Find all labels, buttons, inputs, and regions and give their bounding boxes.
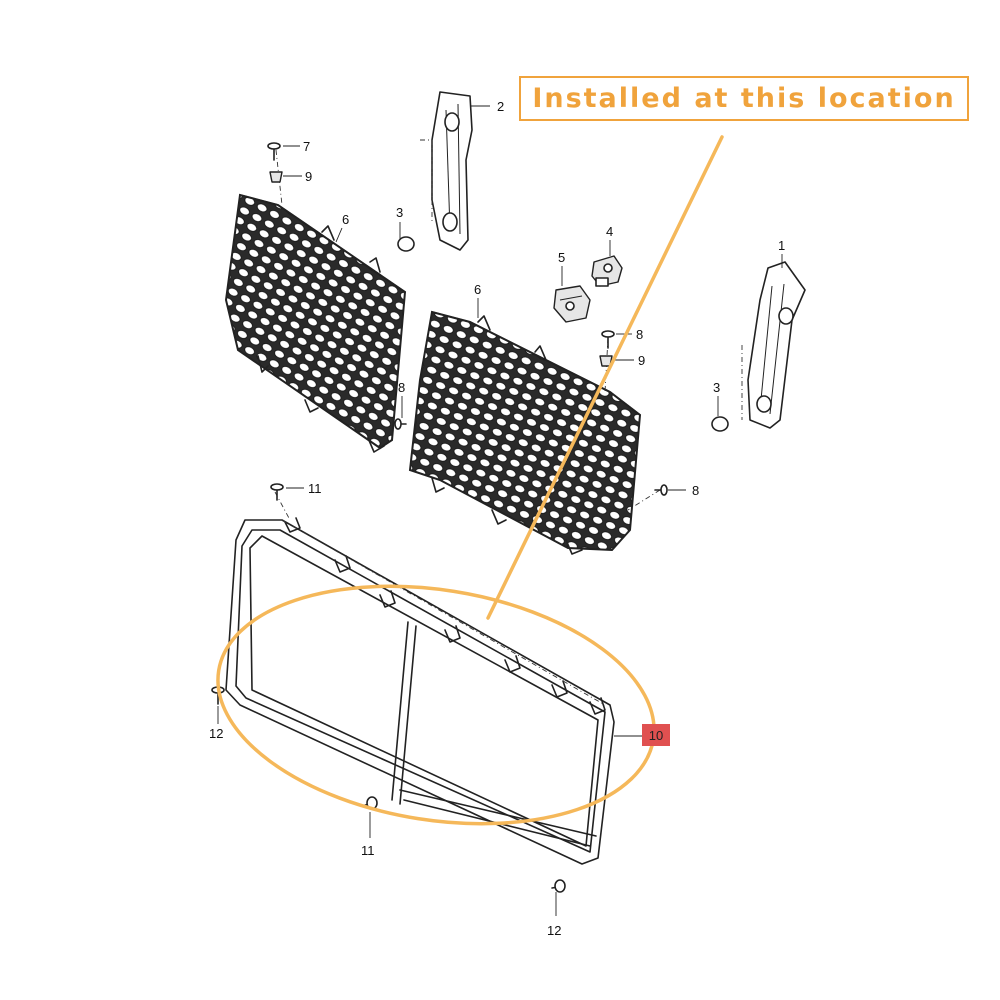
upper-trim-strip [431,91,473,251]
clip-3-upper [397,236,415,252]
right-trim-strip [747,261,806,429]
label-4: 4 [606,224,613,239]
label-7: 6 [342,212,349,227]
clip-9-top-left [269,171,283,183]
label-5: 5 [558,250,565,265]
label-3b: 3 [713,380,720,395]
label-8b: 8 [636,327,643,342]
label-9b: 9 [638,353,645,368]
label-11b: 11 [361,843,375,858]
label-3a: 3 [396,205,403,220]
label-8d: 8 [692,483,699,498]
bracket-part [553,285,591,323]
label-6: 6 [474,282,481,297]
screw-8-mid-right [601,330,615,349]
label-1: 1 [778,238,785,253]
left-mesh-grille [224,193,407,453]
sensor-part [591,255,623,287]
label-8c: 8 [398,380,405,395]
grille-surround-frame [225,517,615,865]
leader-lines [217,105,783,916]
screw-8-top-left [267,142,281,161]
label-12a: 12 [209,726,223,741]
right-mesh-grille [408,310,642,555]
label-8a: 7 [303,139,310,154]
screw-8-right-grille [654,484,668,496]
screw-11-top [270,483,284,501]
screw-12-bottom [551,879,566,893]
callout-text: Installed at this location [532,83,956,114]
screw-8-left-grille [394,418,407,430]
label-2: 2 [497,99,504,114]
label-11a: 11 [308,481,322,496]
highlight-part-badge: 10 [642,724,670,746]
callout-pointer-line [486,135,724,620]
label-9a: 9 [305,169,312,184]
callout-box: Installed at this location [519,76,969,121]
clip-3-right [711,416,729,432]
label-12b: 12 [547,923,561,938]
part-number-labels: 2 7 9 3 6 4 1 5 6 8 9 8 3 8 11 12 11 12 [209,99,785,938]
highlight-part-number: 10 [648,727,664,743]
